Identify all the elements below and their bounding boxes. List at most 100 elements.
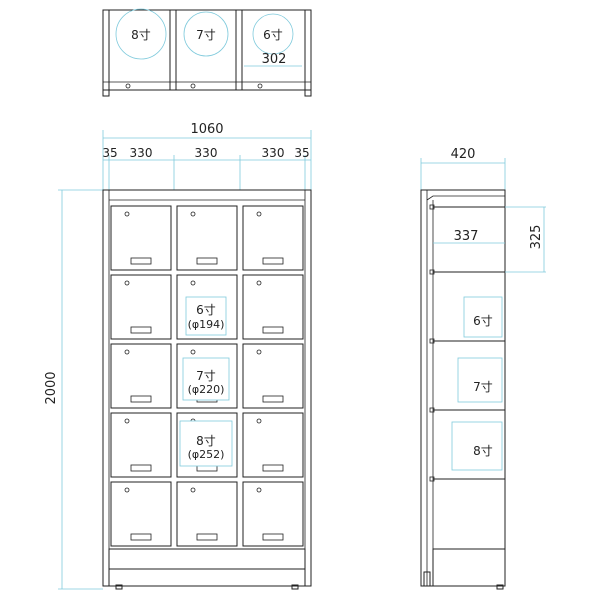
door-handle bbox=[196, 533, 218, 541]
foot-right bbox=[291, 584, 299, 590]
locker-door bbox=[176, 205, 238, 271]
lock-icon bbox=[256, 211, 262, 217]
door-handle bbox=[262, 464, 284, 472]
side-cake-label: 7寸 bbox=[473, 380, 493, 394]
locker-door bbox=[242, 205, 304, 271]
side-cake-outline bbox=[463, 296, 503, 338]
segment-label: 35 bbox=[102, 146, 117, 160]
side-base bbox=[432, 548, 506, 587]
cake-box-8: 8寸 (φ252) bbox=[179, 420, 233, 467]
locker-door bbox=[110, 205, 172, 271]
cake-box-outline bbox=[185, 296, 227, 336]
lock-icon bbox=[124, 418, 130, 424]
cake-size-label: 6寸 bbox=[196, 303, 216, 317]
locker-door bbox=[176, 343, 238, 409]
top-circle-6 bbox=[252, 13, 294, 55]
side-hinge-icon bbox=[429, 338, 435, 344]
top-depth-dim: 302 bbox=[262, 52, 287, 67]
lock-icon bbox=[190, 280, 196, 286]
top-right-post bbox=[304, 9, 312, 97]
side-hinge-icon bbox=[429, 476, 435, 482]
top-divider-2 bbox=[235, 9, 243, 91]
side-cake-label: 8寸 bbox=[473, 444, 493, 458]
side-hinge-icon bbox=[429, 269, 435, 275]
top-label-7: 7寸 bbox=[196, 28, 216, 42]
side-foot-back bbox=[496, 584, 504, 590]
lock-icon bbox=[124, 280, 130, 286]
cake-size-label: 8寸 bbox=[196, 434, 216, 448]
locker-door bbox=[110, 481, 172, 547]
door-handle bbox=[262, 257, 284, 265]
top-circle-7 bbox=[183, 11, 229, 57]
cake-diameter-label: (φ252) bbox=[188, 448, 225, 461]
hinge-icon bbox=[125, 83, 131, 89]
cake-size-label: 7寸 bbox=[196, 369, 216, 383]
lock-icon bbox=[124, 487, 130, 493]
side-cake-box-6: 6寸 bbox=[463, 296, 503, 338]
side-cake-outline bbox=[451, 421, 503, 471]
lock-icon bbox=[190, 487, 196, 493]
locker-door bbox=[176, 274, 238, 340]
top-circle-8 bbox=[115, 8, 167, 60]
cake-box-outline bbox=[182, 357, 230, 401]
locker-door bbox=[110, 343, 172, 409]
top-label-6: 6寸 bbox=[263, 28, 283, 42]
lock-icon bbox=[190, 349, 196, 355]
overall-width-label: 1060 bbox=[190, 122, 223, 137]
side-view: 420 337 325 6寸 7寸 8寸 bbox=[420, 147, 546, 590]
cake-diameter-label: (φ220) bbox=[188, 383, 225, 396]
hinge-icon bbox=[257, 83, 263, 89]
foot-left bbox=[115, 584, 123, 590]
side-cake-box-8: 8寸 bbox=[451, 421, 503, 471]
height-label: 2000 bbox=[44, 371, 59, 404]
lock-icon bbox=[124, 349, 130, 355]
door-handle bbox=[130, 464, 152, 472]
locker-door bbox=[242, 343, 304, 409]
door-handle bbox=[130, 326, 152, 334]
base-plinth-lower bbox=[108, 568, 306, 587]
hinge-icon bbox=[190, 83, 196, 89]
door-handle bbox=[262, 533, 284, 541]
top-left-post bbox=[102, 9, 110, 97]
locker-door bbox=[242, 412, 304, 478]
lock-icon bbox=[256, 487, 262, 493]
front-view: 1060 35 330 330 330 35 2000 6寸 (φ194) bbox=[44, 122, 312, 590]
cake-box-6: 6寸 (φ194) bbox=[185, 296, 227, 336]
cake-diameter-label: (φ194) bbox=[188, 318, 225, 331]
cake-box-7: 7寸 (φ220) bbox=[182, 357, 230, 401]
segment-label: 330 bbox=[130, 146, 153, 160]
cake-box-outline bbox=[179, 420, 233, 467]
lock-icon bbox=[124, 211, 130, 217]
top-label-8: 8寸 bbox=[131, 28, 151, 42]
lock-icon bbox=[256, 280, 262, 286]
top-divider-1 bbox=[169, 9, 177, 91]
side-cake-box-7: 7寸 bbox=[457, 357, 503, 403]
segment-label: 35 bbox=[294, 146, 309, 160]
segment-label: 330 bbox=[262, 146, 285, 160]
locker-door bbox=[110, 412, 172, 478]
locker-door bbox=[176, 412, 238, 478]
side-foot-front bbox=[423, 571, 431, 587]
side-depth-label: 420 bbox=[451, 147, 476, 162]
side-top-detail bbox=[426, 195, 505, 201]
door-handle bbox=[130, 533, 152, 541]
side-hinge-icon bbox=[429, 407, 435, 413]
lock-icon bbox=[256, 418, 262, 424]
locker-door bbox=[242, 481, 304, 547]
top-view-outline bbox=[102, 9, 312, 91]
door-grid bbox=[110, 205, 304, 547]
side-cake-label: 6寸 bbox=[473, 314, 493, 328]
door-handle bbox=[130, 257, 152, 265]
lock-icon bbox=[256, 349, 262, 355]
door-handle bbox=[196, 257, 218, 265]
lock-icon bbox=[190, 211, 196, 217]
locker-door bbox=[242, 274, 304, 340]
side-hinge-icon bbox=[429, 204, 435, 210]
inner-depth-label: 337 bbox=[454, 229, 479, 244]
door-handle bbox=[262, 395, 284, 403]
locker-door bbox=[110, 274, 172, 340]
segment-label: 330 bbox=[195, 146, 218, 160]
locker-door bbox=[176, 481, 238, 547]
door-handle bbox=[130, 395, 152, 403]
